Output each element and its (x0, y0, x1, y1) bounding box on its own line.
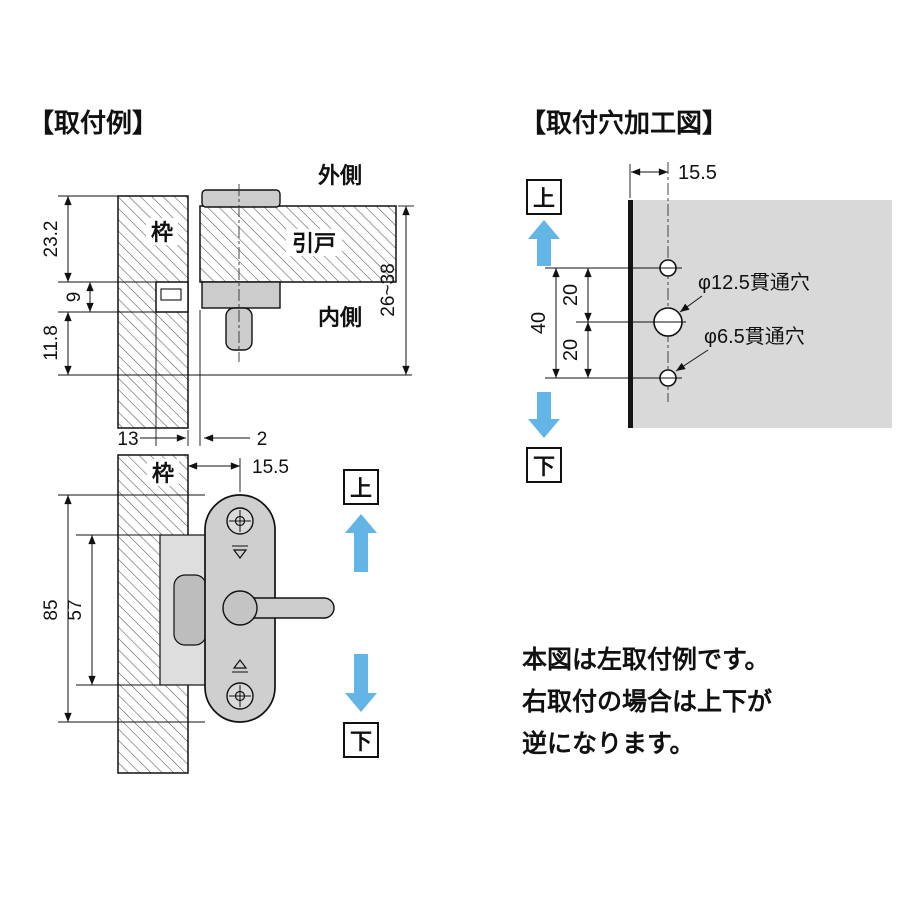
frame-label-bg-bottom (147, 459, 179, 486)
dim-text-40: 40 (528, 312, 550, 334)
label-hole-6-5: φ6.5貫通穴 (704, 325, 805, 348)
indicator-mark-lower (232, 659, 248, 673)
dim-57: 57 (65, 534, 160, 686)
up-box-left (343, 469, 379, 505)
hole-label-large: φ12.5貫通穴 (679, 271, 810, 313)
note-text: 本図は左取付例です。 右取付の場合は上下が 逆になります。 (522, 646, 772, 758)
label-door: 引戸 (292, 231, 336, 256)
note-line-3: 逆になります。 (522, 729, 695, 758)
label-frame-bottom: 枠 (152, 461, 174, 486)
dim-9: 9 (58, 282, 156, 313)
dim-20-top: 20 (560, 268, 592, 322)
dim-text-85: 85 (41, 599, 62, 620)
direction-down-right: 下 (526, 392, 562, 483)
dim-23-2: 23.2 (41, 195, 156, 283)
label-down-right: 下 (533, 454, 555, 479)
screw-top (226, 507, 254, 535)
dim-85: 85 (41, 494, 205, 723)
note-line-1: 本図は左取付例です。 (522, 646, 770, 674)
section-bottom-frontview: 枠 (117, 454, 335, 774)
lock-thumbturn-knob (225, 307, 253, 351)
up-box-right (526, 179, 562, 215)
dim-text-15-5-left: 15.5 (252, 457, 289, 478)
lock-case-plate (201, 281, 281, 309)
up-arrow-icon-right (528, 220, 560, 266)
panel-edge (628, 200, 633, 428)
down-box-left (343, 722, 379, 758)
dim-text-11-8: 11.8 (41, 325, 62, 361)
direction-up-right: 上 (526, 179, 562, 266)
dim-11-8: 11.8 (41, 312, 412, 376)
direction-down-left: 下 (343, 654, 379, 758)
label-inside: 内側 (318, 305, 362, 330)
down-arrow-icon-left (345, 654, 377, 712)
door-label-bg (286, 229, 342, 256)
dim-text-15-5-right: 15.5 (678, 162, 717, 184)
label-up-right: 上 (533, 186, 555, 211)
dim-text-13: 13 (117, 429, 138, 450)
dim-text-57: 57 (65, 599, 86, 620)
dim-26-38: 26~38 (378, 205, 414, 375)
dim-40: 40 (528, 268, 560, 378)
down-arrow-icon-right (528, 392, 560, 438)
frame-label-bg (146, 218, 178, 245)
lock-top-cap (201, 189, 281, 208)
dim-20-bottom: 20 (560, 322, 592, 378)
label-up-left: 上 (350, 476, 372, 501)
dim-text-2: 2 (257, 429, 268, 450)
dim-text-26-38: 26~38 (378, 263, 399, 316)
dim-13-and-2: 13 2 (117, 310, 267, 450)
dim-15-5-left: 15.5 (188, 457, 289, 492)
indicator-mark-upper (232, 545, 248, 559)
label-down-left: 下 (350, 729, 372, 754)
title-hole-machining: 【取付穴加工図】 (520, 108, 728, 138)
label-outside: 外側 (318, 163, 362, 188)
screw-bottom (226, 682, 254, 710)
dim-15-5-right: 15.5 (629, 162, 717, 198)
label-frame-top: 枠 (151, 220, 173, 245)
title-installation-example: 【取付例】 (28, 108, 158, 138)
dim-text-23-2: 23.2 (41, 221, 62, 258)
thumbturn-hub (222, 590, 258, 626)
strike-box (160, 288, 182, 301)
section-top-crosssection: 枠 引戸 外側 内側 (117, 163, 397, 429)
section-hole-machining (545, 162, 892, 428)
note-line-2: 右取付の場合は上下が (522, 687, 772, 716)
up-arrow-icon-left (345, 514, 377, 572)
down-box-right (526, 447, 562, 483)
direction-up-left: 上 (343, 469, 379, 572)
dim-text-20b: 20 (560, 339, 582, 361)
hole-label-small: φ6.5貫通穴 (675, 325, 805, 372)
dim-text-9: 9 (64, 292, 85, 303)
dim-text-20a: 20 (560, 284, 582, 306)
latch-bolt (173, 574, 207, 646)
label-hole-12-5: φ12.5貫通穴 (698, 271, 810, 294)
